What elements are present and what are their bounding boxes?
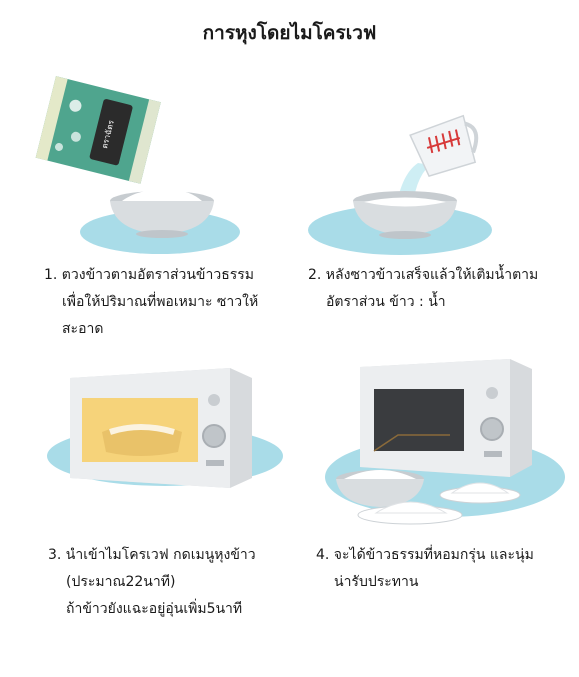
step-1-text: 1. ตวงข้าวตามอัตราส่วนข้าวธรรม เพื่อให้ป… [44, 262, 258, 343]
microwave-cooking-illustration [47, 368, 283, 488]
bowl-of-cooked-rice [336, 470, 424, 507]
step-3-line-3: ถ้าข้าวยังแฉะอยู่อุ่นเพิ่ม5นาที [66, 601, 243, 617]
step-2-line-2: อัตราส่วน ข้าว : น้ำ [326, 294, 446, 310]
measuring-cup [409, 114, 479, 178]
served-rice-illustration [325, 359, 565, 525]
plate-of-rice-right [439, 482, 521, 504]
microwave [70, 368, 252, 488]
rice-bag: ตราฉัตร [35, 76, 161, 184]
step-3-line-2: (ประมาณ22นาที) [66, 574, 176, 590]
step-1-line-2: เพื่อให้ปริมาณที่พอเหมาะ ซาวให้ [62, 294, 259, 310]
pour-water-illustration [308, 114, 492, 255]
step-2-text: 2. หลังซาวข้าวเสร็จแล้วให้เติมน้ำตาม อัต… [308, 262, 538, 316]
bowl-with-water [353, 191, 457, 239]
rice-bag-and-bowl-illustration: ตราฉัตร [35, 76, 240, 254]
step-1-line-3: สะอาด [62, 321, 104, 337]
step-3-line-1: 3. นำเข้าไมโครเวฟ กดเมนูหุงข้าว [48, 547, 256, 563]
step-3-text: 3. นำเข้าไมโครเวฟ กดเมนูหุงข้าว (ประมาณ2… [48, 542, 256, 623]
page-title: การหุงโดยไมโครเวฟ [202, 22, 377, 44]
cup-measure-marks [426, 129, 461, 154]
step-4-text: 4. จะได้ข้าวธรรมที่หอมกรุ่น และนุ่ม น่าร… [316, 542, 534, 596]
step-1-line-1: 1. ตวงข้าวตามอัตราส่วนข้าวธรรม [44, 267, 255, 283]
microwave [360, 359, 532, 477]
plate-of-rice-front [357, 501, 463, 525]
step-2-line-1: 2. หลังซาวข้าวเสร็จแล้วให้เติมน้ำตาม [308, 267, 539, 283]
step-4-line-2: น่ารับประทาน [334, 574, 419, 590]
bowl-with-rice [110, 190, 214, 238]
step-4-line-1: 4. จะได้ข้าวธรรมที่หอมกรุ่น และนุ่ม [316, 547, 534, 563]
